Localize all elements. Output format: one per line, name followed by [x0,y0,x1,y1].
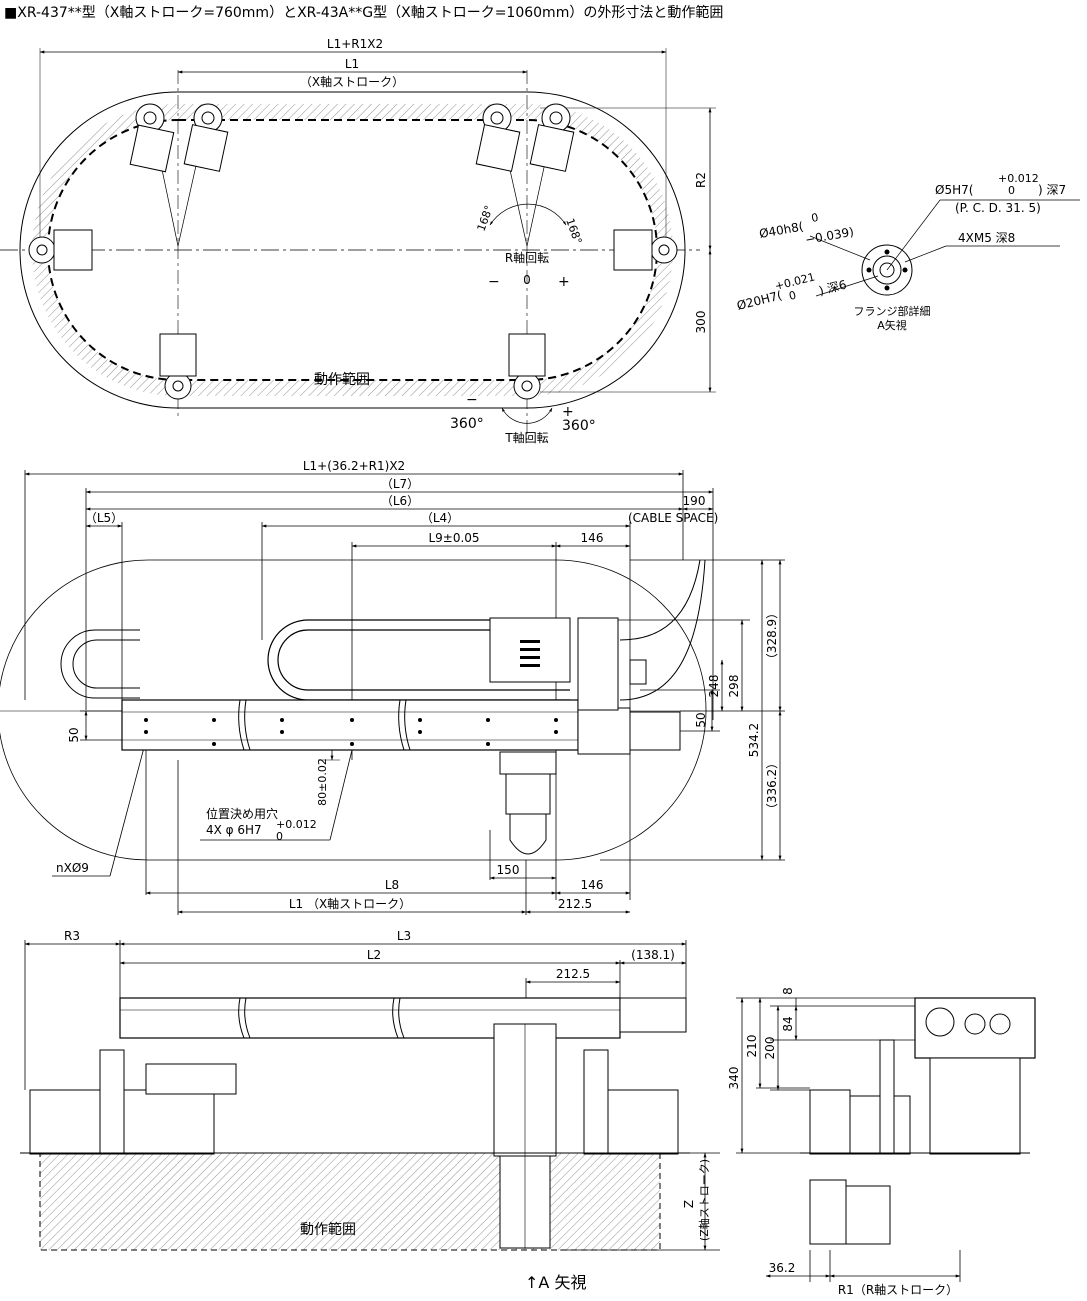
dim-138-1: (138.1) [631,948,675,962]
dim-r1: R1（R軸ストローク） [838,1283,958,1297]
dim-mid-total: L1+(36.2+R1)X2 [303,459,405,473]
dim-50-left: 50 [67,727,81,742]
dim-l1-x-stroke: L1 （X軸ストローク） [289,897,411,911]
flange-d5: Ø5H7( [935,183,973,197]
dim-z-stroke: (Z軸ストローク) [697,1159,711,1241]
dim-80: 80±0.02 [316,758,329,806]
front-view: R3 L3 L2 (138.1) 212.5 Z (Z軸ストローク) 動作範囲 … [20,929,720,1292]
dim-r2: R2 [694,172,708,188]
dim-340: 340 [727,1067,741,1090]
dim-cable-space: (CABLE SPACE) [628,511,718,525]
dim-l7: （L7） [381,477,419,491]
dim-nx9: nXØ9 [56,861,89,875]
dim-336-2: （336.2） [765,757,779,815]
dim-z: Z [682,1200,696,1208]
flange-caption-1: フランジ部詳細 [854,304,931,318]
dim-298: 298 [727,675,741,698]
hole-tol-low: 0 [276,830,283,843]
dim-8: 8 [781,987,795,995]
angle-right: 168° [563,217,584,246]
dim-l4: （L4） [421,511,459,525]
drawing-title: ■XR-437**型（X軸ストローク=760mm）とXR-43A**G型（X軸ス… [4,5,724,21]
flange-d20-low: 0 [788,289,798,303]
top-motion-band [32,104,673,396]
hole-label-1: 位置決め用穴 [206,806,278,821]
dim-212-5-front: 212.5 [556,967,590,981]
r-plus: + [558,274,570,290]
side-view: 8 84 200 210 340 36.2 R1（R軸ストローク） [727,987,1036,1297]
flange-d5-tol-low: 0 [1008,184,1015,197]
dim-190: 190 [683,494,706,508]
top-motion-range: 動作範囲 [314,371,370,388]
flange-d40: Ø40h8( [758,219,804,241]
hole-label-2: 4X φ 6H7 [206,823,262,837]
r-minus: − [488,274,500,290]
r-zero: 0 [523,273,531,287]
dim-l3: L3 [397,929,411,943]
dim-l9: L9±0.05 [428,531,479,545]
dim-150: 150 [497,863,520,877]
dim-534-2: 534.2 [747,723,761,757]
dim-328-9: （328.9） [765,607,779,665]
dim-r3: R3 [64,929,80,943]
dim-300: 300 [694,311,708,334]
t-minus: − [466,392,478,408]
dim-210: 210 [745,1035,759,1058]
dim-146-top: 146 [581,531,604,545]
dim-l1: L1 [345,57,359,71]
mid-view: L1+(36.2+R1)X2 （L7） （L6） 190 (CABLE SPAC… [0,459,785,915]
flange-detail: Ø5H7( +0.012 0 ) 深7 (P. C. D. 31. 5) Ø40… [735,172,1080,332]
dim-l1-sub: （X軸ストローク） [300,75,404,89]
x-axis-beam [121,699,579,751]
dim-36-2: 36.2 [769,1261,796,1275]
t-360-left: 360° [450,416,484,432]
hole-tol-up: +0.012 [276,818,317,831]
t-360-right: 360° [562,418,596,434]
dim-50-right: 50 [694,712,708,727]
flange-m5: 4XM5 深8 [958,231,1015,245]
flange-d20-up: +0.021 [774,270,817,292]
r-axis-label: R軸回転 [505,251,549,265]
dim-l2: L2 [367,948,381,962]
dim-146-bottom: 146 [581,878,604,892]
dim-l6: （L6） [381,494,419,508]
top-view: L1+R1X2 L1 （X軸ストローク） R2 300 168° 168° R軸… [0,37,716,445]
dim-200: 200 [763,1037,777,1060]
t-plus: + [562,404,574,420]
angle-left: 168° [475,204,496,233]
flange-d5-depth: ) 深7 [1038,183,1066,197]
dim-l8: L8 [385,878,399,892]
dim-l5: （L5） [85,511,123,525]
view-arrow-a: ↑A 矢視 [525,1273,586,1292]
flange-caption-2: A矢視 [877,318,907,332]
flange-d40-up: 0 [810,211,819,225]
dim-212-5: 212.5 [558,897,592,911]
flange-pcd: (P. C. D. 31. 5) [955,201,1041,215]
dim-248: 248 [707,675,721,698]
flange-d5-tol-up: +0.012 [998,172,1039,185]
dim-84: 84 [781,1016,795,1031]
front-motion-label: 動作範囲 [300,1221,356,1238]
t-axis-label: T軸回転 [504,431,548,445]
flange-d20-depth: ) 深6 [817,278,848,298]
dim-l1-r1x2: L1+R1X2 [327,37,383,51]
